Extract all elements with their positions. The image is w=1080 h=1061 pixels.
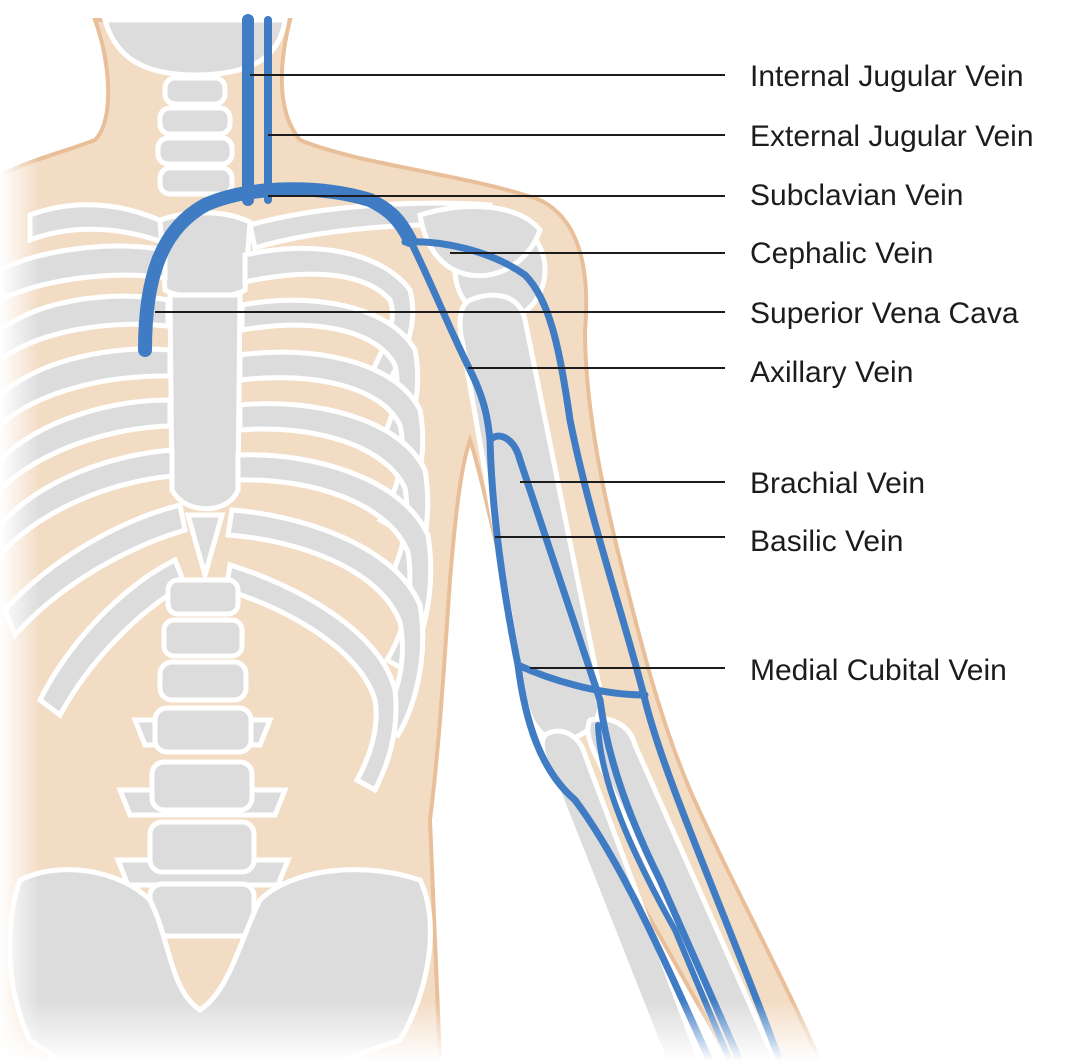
basilic-vein-path — [486, 436, 714, 1061]
cephalic-vein-path — [401, 238, 784, 1061]
rib — [36, 556, 189, 719]
cervical-vertebra — [157, 165, 235, 197]
leader-lines — [155, 74, 725, 669]
label-external-jugular-vein: External Jugular Vein — [750, 120, 1034, 153]
lumbar-vertebra — [157, 659, 249, 703]
radius — [585, 716, 778, 1061]
label-cephalic-vein: Cephalic Vein — [750, 237, 933, 270]
rib — [0, 447, 175, 559]
skull-base — [101, 17, 288, 78]
cervical-vertebra — [155, 135, 235, 167]
rib — [0, 293, 171, 364]
lumbar-vertebra — [152, 705, 254, 755]
rib — [0, 346, 173, 429]
xiphoid — [184, 512, 226, 585]
scapula — [417, 204, 543, 279]
subclavian-vein-path — [138, 182, 417, 357]
rib — [223, 561, 399, 794]
skeleton — [0, 17, 778, 1061]
rib — [225, 507, 426, 739]
rib — [0, 243, 168, 303]
label-superior-vena-cava: Superior Vena Cava — [750, 297, 1019, 330]
label-brachial-vein: Brachial Vein — [750, 467, 925, 500]
veins — [138, 14, 784, 1061]
rib — [0, 397, 173, 494]
label-subclavian-vein: Subclavian Vein — [750, 179, 964, 212]
lumbar-vertebra — [147, 881, 257, 939]
labels: Internal Jugular Vein External Jugular V… — [750, 60, 1034, 687]
cervical-vertebra — [162, 75, 228, 107]
label-basilic-vein: Basilic Vein — [750, 525, 903, 558]
cervical-vertebra — [157, 105, 233, 137]
left-edge-fade — [0, 0, 40, 1061]
label-axillary-vein: Axillary Vein — [750, 356, 913, 389]
label-medial-cubital-vein: Medial Cubital Vein — [750, 654, 1007, 687]
sternum-body — [167, 292, 243, 512]
bottom-edge-fade — [0, 1000, 1080, 1061]
medial-cubital-vein-path — [514, 661, 649, 699]
label-internal-jugular-vein: Internal Jugular Vein — [750, 60, 1024, 93]
thoracic-vertebra — [165, 577, 241, 617]
forearm-vein-path — [595, 722, 733, 1061]
thoracic-vertebra — [161, 617, 245, 659]
lumbar-vertebra — [147, 819, 257, 875]
lumbar-vertebra — [149, 759, 255, 813]
